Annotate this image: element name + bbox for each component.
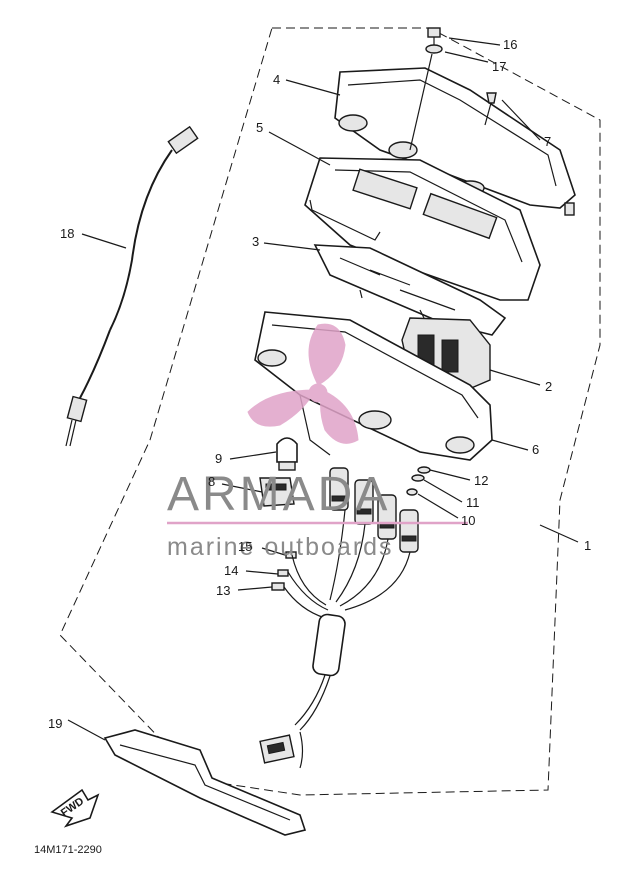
callout-5: 5 (256, 120, 263, 135)
part-18-speedo-cable (65, 125, 199, 447)
part-13-14-15-terminals (271, 551, 297, 591)
callout-17: 17 (492, 59, 506, 74)
harness-sockets (329, 467, 419, 553)
watermark: ARMADA marine outboards (167, 468, 468, 561)
callout-1: 1 (584, 538, 591, 553)
callout-16: 16 (503, 37, 517, 52)
callout-3: 3 (252, 234, 259, 249)
part-3-dial-plate (313, 244, 507, 336)
callout-7: 7 (544, 134, 551, 149)
part-9-bulb (276, 437, 298, 471)
part-19-bracket (103, 729, 307, 836)
callout-15: 15 (238, 539, 252, 554)
callout-14: 14 (224, 563, 238, 578)
part-17-washer (409, 44, 443, 151)
part-16-screw (427, 27, 441, 45)
callout-12: 12 (474, 473, 488, 488)
diagram-code: 14M171-2290 (34, 844, 102, 856)
callout-8: 8 (208, 474, 215, 489)
wire-harness (259, 509, 411, 769)
callout-2: 2 (545, 379, 552, 394)
callouts: 16 17 4 7 5 3 2 6 9 8 12 11 10 1 15 14 1… (48, 37, 591, 731)
part-7-pin (484, 92, 497, 126)
watermark-brand: ARMADA (167, 468, 390, 521)
part-5-meter-lens (304, 157, 541, 301)
callout-9: 9 (215, 451, 222, 466)
callout-10: 10 (461, 513, 475, 528)
callout-13: 13 (216, 583, 230, 598)
leader-lines (67, 37, 579, 741)
fwd-arrow-icon: FWD (50, 788, 100, 828)
watermark-logo-icon (247, 323, 359, 444)
callout-11: 11 (466, 495, 480, 510)
callout-19: 19 (48, 716, 62, 731)
callout-6: 6 (532, 442, 539, 457)
watermark-tagline: marine outboards (167, 533, 394, 561)
part-10-11-12-clips (406, 466, 431, 496)
assembly-boundary (59, 27, 601, 796)
part-8-socket (259, 477, 295, 507)
callout-18: 18 (60, 226, 74, 241)
callout-4: 4 (273, 72, 280, 87)
